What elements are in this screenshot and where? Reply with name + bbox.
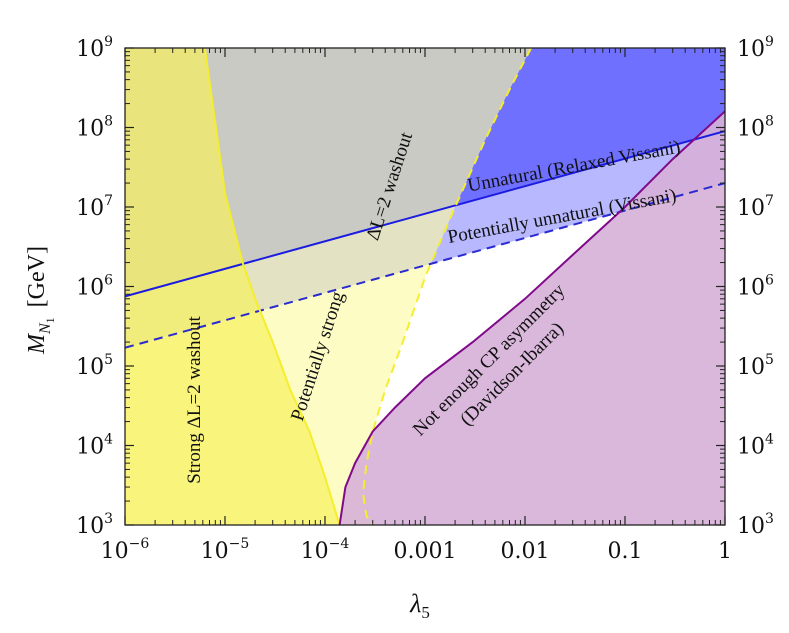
annotation-strong-washout: Strong ΔL=2 washout [184,316,205,484]
axis-ticks [124,47,726,526]
x-tick-label: 0.01 [501,539,550,564]
y-tick-label-right: 106 [737,273,774,301]
y-tick-label: 105 [76,352,113,380]
x-tick-label: 10−4 [301,536,350,564]
cp-asymmetry-line [338,110,725,525]
y-tick-label-right: 108 [737,114,774,142]
potentially-unnatural-line [125,182,725,349]
x-axis-label: λ5 [409,589,430,622]
y-tick-label: 107 [76,193,113,221]
x-tick-label: 0.1 [608,539,643,564]
y-tick-label-right: 107 [737,193,774,221]
y-tick-label-right: 109 [737,34,774,62]
strong-washout-line [203,48,341,525]
y-tick-label: 106 [76,273,113,301]
y-tick-label-right: 104 [737,432,774,460]
y-tick-label: 103 [76,511,113,539]
y-tick-label-right: 103 [737,511,774,539]
y-tick-label-right: 105 [737,352,774,380]
strong-washout-fill [125,48,340,525]
x-tick-label: 10−5 [201,536,250,564]
plot-area [125,48,725,525]
unnatural-line [125,130,725,298]
y-tick-label: 109 [76,34,113,62]
x-tick-label: 1 [718,539,732,564]
cp-asymmetry-fill [339,111,725,525]
y-tick-label: 108 [76,114,113,142]
x-tick-label: 10−6 [101,536,150,564]
potentially-strong-washout-line [361,48,532,525]
x-tick-label: 0.001 [394,539,457,564]
y-axis-label: MN1[GeV] [24,246,57,355]
y-tick-label: 104 [76,432,113,460]
